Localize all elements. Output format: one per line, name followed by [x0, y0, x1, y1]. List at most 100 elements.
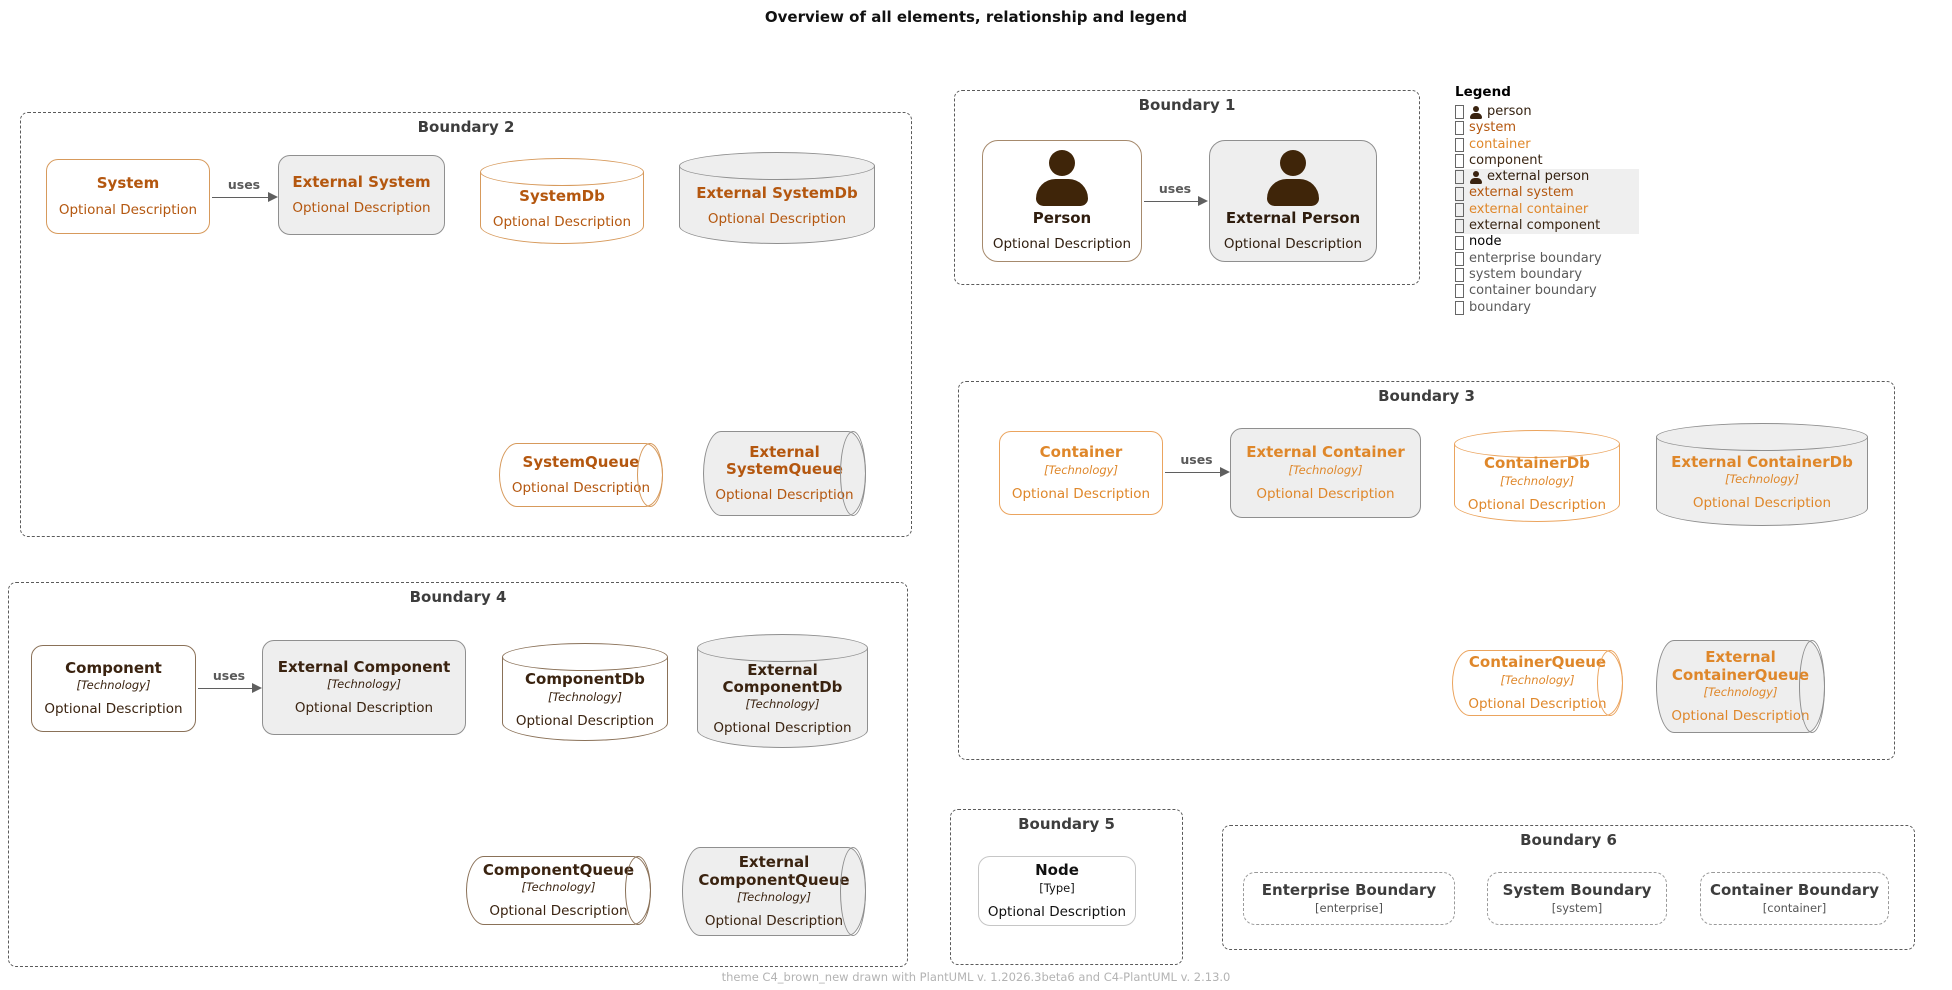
cylinder-body	[502, 657, 668, 741]
relationship-arrow: uses	[1144, 181, 1208, 206]
legend-label: person	[1487, 104, 1532, 119]
element-title: ComponentDb	[525, 670, 645, 689]
element-description: Optional Description	[1692, 495, 1832, 512]
missing-glyph-icon	[1455, 284, 1464, 299]
element-title: ComponentQueue	[482, 860, 635, 879]
missing-glyph-icon	[1455, 105, 1464, 120]
element-person: Person Optional Description	[982, 140, 1142, 262]
relationship-label: uses	[1158, 181, 1192, 196]
element-description: Optional Description	[58, 201, 198, 218]
relationship-label: uses	[212, 668, 246, 683]
cylinder-top	[502, 643, 668, 671]
element-description: Optional Description	[489, 903, 628, 920]
boundary-6: Boundary 6	[1222, 825, 1915, 950]
element-componentqueue: ComponentQueue [Technology] Optional Des…	[466, 856, 651, 925]
legend-item-component: component	[1455, 153, 1639, 169]
element-technology: [Technology]	[1288, 462, 1363, 477]
cylinder-top	[679, 152, 875, 180]
element-description: Optional Description	[292, 200, 431, 217]
generator-footer: theme C4_brown_new drawn with PlantUML v…	[721, 970, 1231, 984]
element-title: Person	[1032, 208, 1092, 227]
element-title: External Person	[1225, 208, 1361, 227]
relationship-label: uses	[1180, 452, 1213, 467]
missing-glyph-icon	[1455, 219, 1464, 234]
element-component: Component [Technology] Optional Descript…	[31, 645, 196, 732]
element-title: External Component	[277, 657, 451, 676]
element-title: System Boundary	[1502, 881, 1652, 900]
element-description: Optional Description	[1468, 695, 1607, 712]
missing-glyph-icon	[1455, 235, 1464, 250]
element-title: ContainerDb	[1484, 454, 1590, 473]
element-title: External ContainerQueue	[1671, 648, 1810, 684]
element-title: External ComponentQueue	[698, 853, 850, 889]
legend-label: container	[1469, 136, 1531, 152]
person-icon	[1036, 149, 1088, 206]
element-title: External SystemQueue	[726, 442, 843, 478]
boundary-3-label: Boundary 3	[1378, 387, 1475, 405]
element-external-containerqueue: External ContainerQueue [Technology] Opt…	[1656, 640, 1825, 733]
element-container-boundary: Container Boundary [container]	[1700, 872, 1889, 925]
element-technology: [Technology]	[745, 697, 820, 712]
element-systemdb: SystemDb Optional Description	[480, 158, 644, 244]
person-icon	[1267, 149, 1319, 206]
legend-label: external component	[1469, 218, 1601, 234]
legend-item-external-person: external person	[1455, 169, 1639, 186]
element-enterprise-boundary: Enterprise Boundary [enterprise]	[1243, 872, 1455, 925]
element-technology: [Technology]	[1725, 472, 1799, 487]
element-systemqueue: SystemQueue Optional Description	[499, 443, 663, 507]
legend: Legend person system container component…	[1455, 84, 1639, 316]
missing-glyph-icon	[1455, 186, 1464, 201]
element-title: System	[96, 174, 160, 193]
legend-label: container boundary	[1469, 283, 1597, 299]
element-technology: [Technology]	[548, 689, 622, 704]
relationship-arrow: uses	[212, 177, 278, 202]
missing-glyph-icon	[1455, 121, 1464, 136]
person-icon	[1469, 170, 1483, 184]
element-title: External Container	[1246, 443, 1405, 462]
element-description: Optional Description	[704, 912, 844, 929]
legend-item-external-component: external component	[1455, 218, 1639, 235]
element-external-componentqueue: External ComponentQueue [Technology] Opt…	[682, 847, 866, 936]
element-title: Node	[1035, 861, 1079, 880]
element-description: Optional Description	[713, 720, 852, 737]
legend-label: system	[1469, 120, 1516, 136]
missing-glyph-icon	[1455, 137, 1464, 152]
element-title: External ContainerDb	[1671, 452, 1853, 471]
element-container: Container [Technology] Optional Descript…	[999, 431, 1163, 515]
element-external-container: External Container [Technology] Optional…	[1230, 428, 1421, 518]
boundary-5: Boundary 5	[950, 809, 1183, 965]
element-description: Optional Description	[492, 214, 632, 231]
element-containerqueue: ContainerQueue [Technology] Optional Des…	[1452, 650, 1623, 716]
boundary-2: Boundary 2	[20, 112, 912, 537]
cylinder-body	[1656, 437, 1868, 526]
element-technology: [Technology]	[76, 678, 151, 693]
element-description: Optional Description	[515, 712, 655, 729]
legend-label: external person	[1487, 169, 1590, 185]
element-system: System Optional Description	[46, 159, 210, 234]
element-technology: [Technology]	[1703, 684, 1778, 699]
element-description: Optional Description	[294, 700, 434, 717]
element-type: [enterprise]	[1315, 900, 1383, 915]
element-external-componentdb: External ComponentDb [Technology] Option…	[697, 634, 868, 748]
element-description: Optional Description	[1467, 496, 1607, 513]
cylinder-top	[480, 158, 644, 186]
boundary-3: Boundary 3	[958, 381, 1895, 760]
page-title: Overview of all elements, relationship a…	[764, 8, 1188, 26]
element-system-boundary: System Boundary [system]	[1487, 872, 1667, 925]
legend-item-container: container	[1455, 137, 1639, 153]
boundary-2-label: Boundary 2	[417, 118, 515, 136]
element-external-systemqueue: External SystemQueue Optional Descriptio…	[703, 431, 866, 516]
boundary-5-label: Boundary 5	[1018, 815, 1115, 833]
relationship-label: uses	[227, 177, 261, 192]
boundary-1-label: Boundary 1	[1138, 96, 1236, 114]
cylinder-body	[697, 648, 868, 748]
legend-item-boundary: boundary	[1455, 300, 1639, 316]
person-icon	[1469, 105, 1483, 119]
element-type: [Type]	[1039, 880, 1075, 895]
missing-glyph-icon	[1455, 170, 1464, 185]
element-description: Optional Description	[1671, 707, 1810, 724]
element-technology: [Technology]	[327, 677, 401, 692]
element-external-person: External Person Optional Description	[1209, 140, 1377, 262]
element-description: Optional Description	[992, 236, 1132, 253]
boundary-4-label: Boundary 4	[409, 588, 507, 606]
